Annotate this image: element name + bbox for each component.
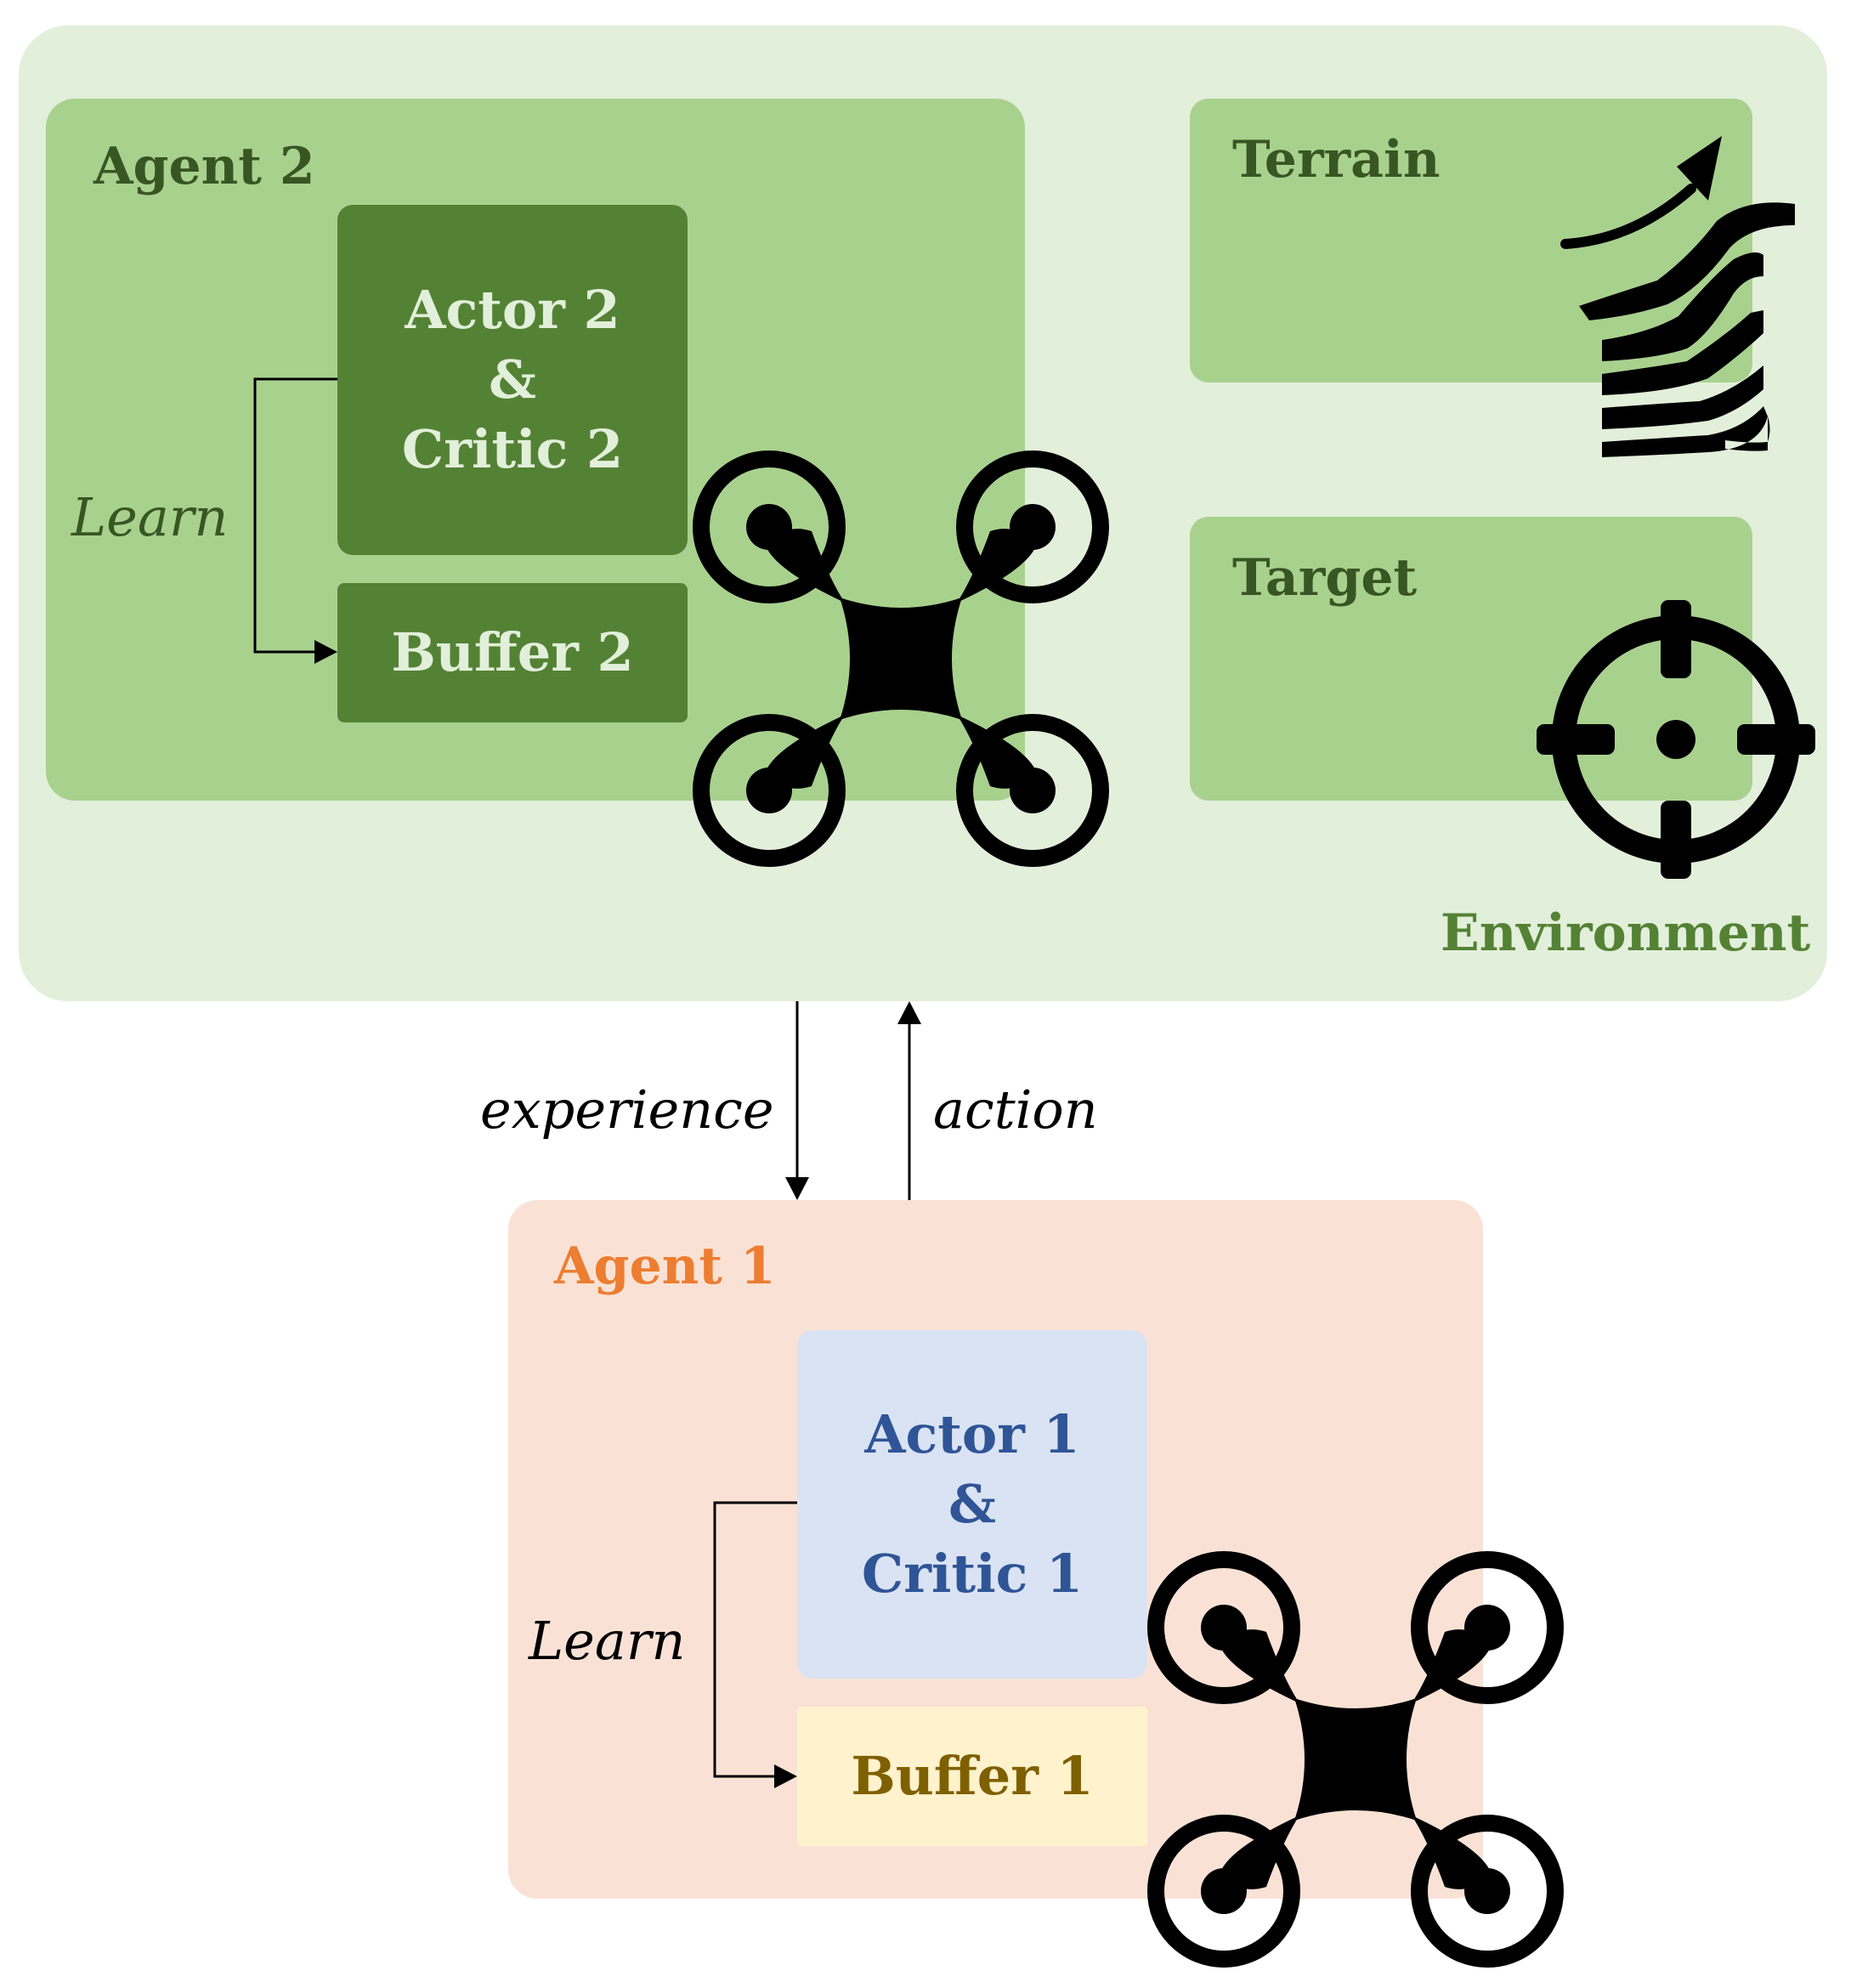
buffer-1-label: Buffer 1 bbox=[851, 1745, 1094, 1807]
experience-arrow bbox=[785, 1001, 809, 1200]
target-title: Target bbox=[1232, 548, 1418, 608]
actor-critic-2-block: Actor 2 & Critic 2 bbox=[337, 205, 688, 555]
drone-icon bbox=[1156, 1560, 1555, 1959]
buffer-2-block: Buffer 2 bbox=[337, 583, 688, 722]
learn-1-label: Learn bbox=[529, 1610, 686, 1672]
actor-1-label: Actor 1 bbox=[864, 1403, 1080, 1465]
critic-1-label: Critic 1 bbox=[861, 1543, 1084, 1605]
target-icon bbox=[1537, 600, 1815, 879]
learn-1-arrow bbox=[713, 1501, 797, 1788]
learn-2-label: Learn bbox=[71, 486, 229, 548]
ampersand-2-label: & bbox=[489, 348, 536, 411]
actor-critic-1-block: Actor 1 & Critic 1 bbox=[797, 1330, 1147, 1679]
agent2-title: Agent 2 bbox=[93, 137, 315, 196]
action-arrow bbox=[897, 1001, 921, 1200]
buffer-2-label: Buffer 2 bbox=[391, 621, 634, 683]
ampersand-1-label: & bbox=[948, 1473, 996, 1535]
terrain-title: Terrain bbox=[1232, 130, 1441, 190]
target-panel bbox=[1190, 517, 1752, 801]
learn-2-arrow bbox=[253, 377, 337, 664]
critic-2-label: Critic 2 bbox=[401, 418, 624, 480]
terrain-icon bbox=[1560, 136, 1795, 457]
experience-label: experience bbox=[480, 1079, 774, 1141]
drone-icon bbox=[701, 459, 1101, 858]
buffer-1-block: Buffer 1 bbox=[797, 1707, 1147, 1846]
environment-title: Environment bbox=[1441, 903, 1811, 963]
agent1-title: Agent 1 bbox=[554, 1237, 776, 1296]
actor-2-label: Actor 2 bbox=[405, 279, 620, 341]
action-label: action bbox=[933, 1079, 1098, 1141]
